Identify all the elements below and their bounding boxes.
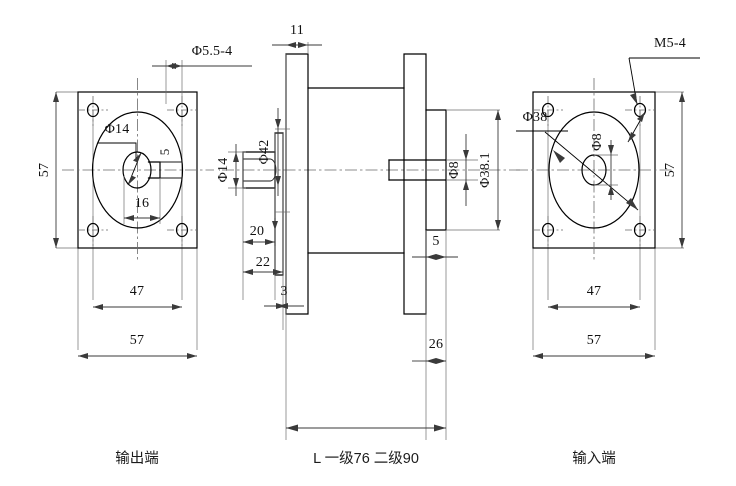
output-end-view: Φ14 5 16 Φ5.5-4 57 bbox=[37, 44, 252, 359]
left-width-dim: 57 bbox=[78, 333, 197, 359]
right-bolt-hole-centerlines bbox=[533, 96, 655, 246]
caption-length-note: L 一级76 二级90 bbox=[313, 450, 419, 467]
left-width-label: 57 bbox=[130, 333, 144, 348]
mid-phi14-dim: Φ14 bbox=[216, 144, 246, 196]
left-height-label: 57 bbox=[37, 163, 52, 177]
mid-phi42-label: Φ42 bbox=[257, 140, 272, 165]
mid-26-dim: 26 bbox=[412, 337, 446, 364]
mid-extension-lines bbox=[242, 42, 500, 440]
mid-20-dim: 20 bbox=[243, 218, 278, 246]
output-shaft-with-keyway bbox=[122, 151, 183, 189]
mid-phi381-dim: Φ38.1 bbox=[478, 110, 501, 230]
mid-5-label: 5 bbox=[432, 234, 439, 249]
right-phi8-label: Φ8 bbox=[590, 133, 605, 151]
mid-3-label: 3 bbox=[280, 284, 287, 299]
mid-phi8-dim: Φ8 bbox=[447, 134, 469, 206]
left-bolt-holes bbox=[86, 102, 189, 238]
right-width-dim: 57 bbox=[533, 333, 655, 359]
right-width-label: 57 bbox=[587, 333, 601, 348]
left-bolt-hole-centerlines bbox=[78, 96, 197, 246]
mid-phi381-label: Φ38.1 bbox=[478, 152, 493, 188]
input-end-view: Φ38 Φ8 M5-4 57 bbox=[516, 36, 700, 359]
right-hole-pitch-dim: 47 bbox=[548, 284, 640, 310]
left-phi14-leader bbox=[98, 142, 142, 186]
mid-3-dim: 3 bbox=[264, 284, 304, 309]
left-16-label: 16 bbox=[135, 196, 149, 211]
output-pilot-circle bbox=[91, 111, 184, 229]
mid-phi14-label: Φ14 bbox=[216, 158, 231, 183]
right-m54-label: M5-4 bbox=[654, 36, 686, 51]
mid-22-dim: 22 bbox=[243, 255, 283, 275]
mid-11-dim: 11 bbox=[272, 23, 322, 48]
caption-input-end: 输入端 bbox=[572, 450, 616, 467]
right-threaded-holes bbox=[541, 102, 647, 238]
right-phi38-leader bbox=[516, 130, 639, 211]
mid-22-label: 22 bbox=[256, 255, 270, 270]
gearbox-body-profile bbox=[285, 53, 427, 315]
left-phi14-label: Φ14 bbox=[105, 122, 130, 137]
right-height-label: 57 bbox=[663, 163, 678, 177]
mid-11-label: 11 bbox=[290, 23, 304, 38]
left-phi55-dim: Φ5.5-4 bbox=[152, 44, 252, 104]
mid-26-label: 26 bbox=[429, 337, 443, 352]
left-47-label: 47 bbox=[130, 284, 144, 299]
right-phi8-dim: Φ8 bbox=[590, 133, 618, 200]
side-section-view: 11 Φ42 Φ14 20 bbox=[216, 23, 520, 440]
mid-5-dim: 5 bbox=[412, 234, 458, 260]
left-hole-pitch-dim: 47 bbox=[93, 284, 182, 310]
output-flange-plate bbox=[274, 132, 284, 276]
input-shaft-profile bbox=[388, 109, 447, 231]
left-height-dim: 57 bbox=[37, 92, 59, 248]
mid-overall-length-dim bbox=[286, 424, 446, 432]
caption-output-end: 输出端 bbox=[115, 450, 159, 467]
mid-20-label: 20 bbox=[250, 224, 264, 239]
right-phi38-label: Φ38 bbox=[523, 110, 548, 125]
left-phi55-label: Φ5.5-4 bbox=[192, 44, 233, 59]
input-pilot-circle bbox=[548, 111, 640, 229]
left-16-dim: 16 bbox=[123, 176, 161, 224]
mid-phi8-label: Φ8 bbox=[447, 161, 462, 179]
right-m54-leader: M5-4 bbox=[627, 36, 700, 143]
left-key-width-label: 5 bbox=[157, 149, 172, 156]
right-47-label: 47 bbox=[587, 284, 601, 299]
right-height-dim: 57 bbox=[663, 92, 685, 248]
mid-phi42-dim: Φ42 bbox=[257, 108, 281, 196]
